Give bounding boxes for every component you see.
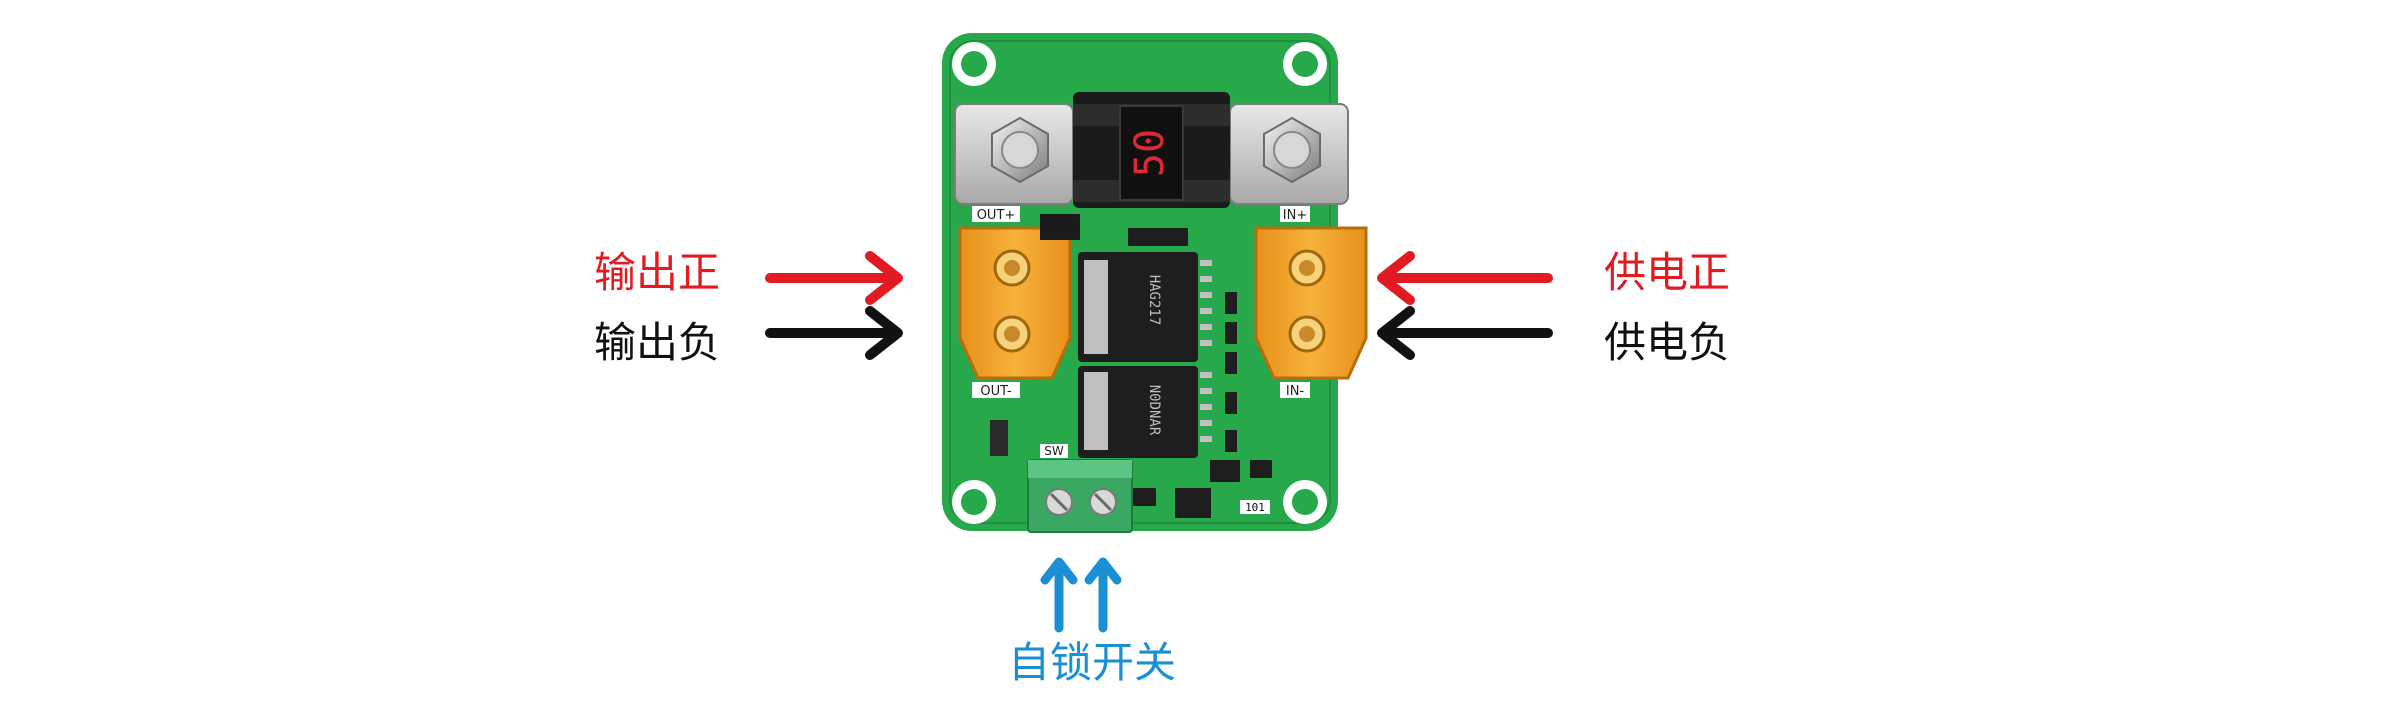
left-nut bbox=[991, 116, 1049, 184]
input-connector bbox=[1254, 226, 1368, 380]
mosfet-top: HAG217 bbox=[1078, 252, 1212, 362]
mosfet-top-marking: HAG217 bbox=[1146, 275, 1162, 326]
label-self-lock-switch: 自锁开关 bbox=[1008, 638, 1177, 687]
label-out-minus: OUT- bbox=[980, 384, 1011, 399]
arrow-output-positive bbox=[765, 251, 903, 305]
label-output-positive: 输出正 bbox=[594, 248, 721, 297]
label-in-plus: IN+ bbox=[1283, 208, 1307, 223]
label-supply-negative: 供电负 bbox=[1604, 318, 1731, 367]
switch-terminal-block bbox=[1027, 459, 1133, 533]
arrow-output-negative bbox=[765, 306, 903, 360]
right-nut bbox=[1263, 116, 1321, 184]
fuse-value: 50 bbox=[1127, 129, 1173, 177]
mounting-holes bbox=[952, 42, 1327, 524]
label-supply-positive: 供电正 bbox=[1604, 248, 1731, 297]
arrow-switch-right bbox=[1084, 557, 1122, 633]
label-output-negative: 输出负 bbox=[594, 318, 721, 367]
output-connector bbox=[958, 226, 1072, 380]
label-sw: SW bbox=[1044, 444, 1064, 458]
mosfet-bottom-marking: N0DNAR bbox=[1146, 385, 1162, 436]
arrow-supply-negative bbox=[1377, 306, 1553, 360]
resistor-code: 101 bbox=[1245, 501, 1265, 514]
mosfet-bottom: N0DNAR bbox=[1078, 366, 1212, 458]
arrow-supply-positive bbox=[1377, 251, 1553, 305]
label-out-plus: OUT+ bbox=[977, 208, 1016, 223]
smd-components bbox=[990, 214, 1272, 518]
arrow-switch-left bbox=[1040, 557, 1078, 633]
label-in-minus: IN- bbox=[1286, 384, 1305, 399]
